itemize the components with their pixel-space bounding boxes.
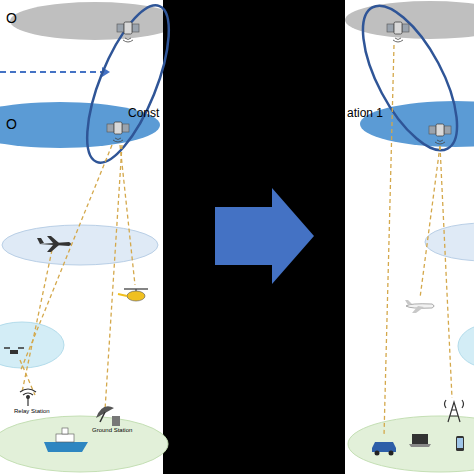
station-label: Relay Station xyxy=(14,408,50,414)
band-ellipse xyxy=(10,2,163,40)
constellation-label: ation 1 xyxy=(347,106,383,120)
band-label: O xyxy=(6,116,17,132)
constellation-label: Const xyxy=(128,106,159,120)
orbit-band: O xyxy=(10,2,163,40)
station-label: Ground Station xyxy=(92,427,132,433)
band-label: O xyxy=(6,10,17,26)
